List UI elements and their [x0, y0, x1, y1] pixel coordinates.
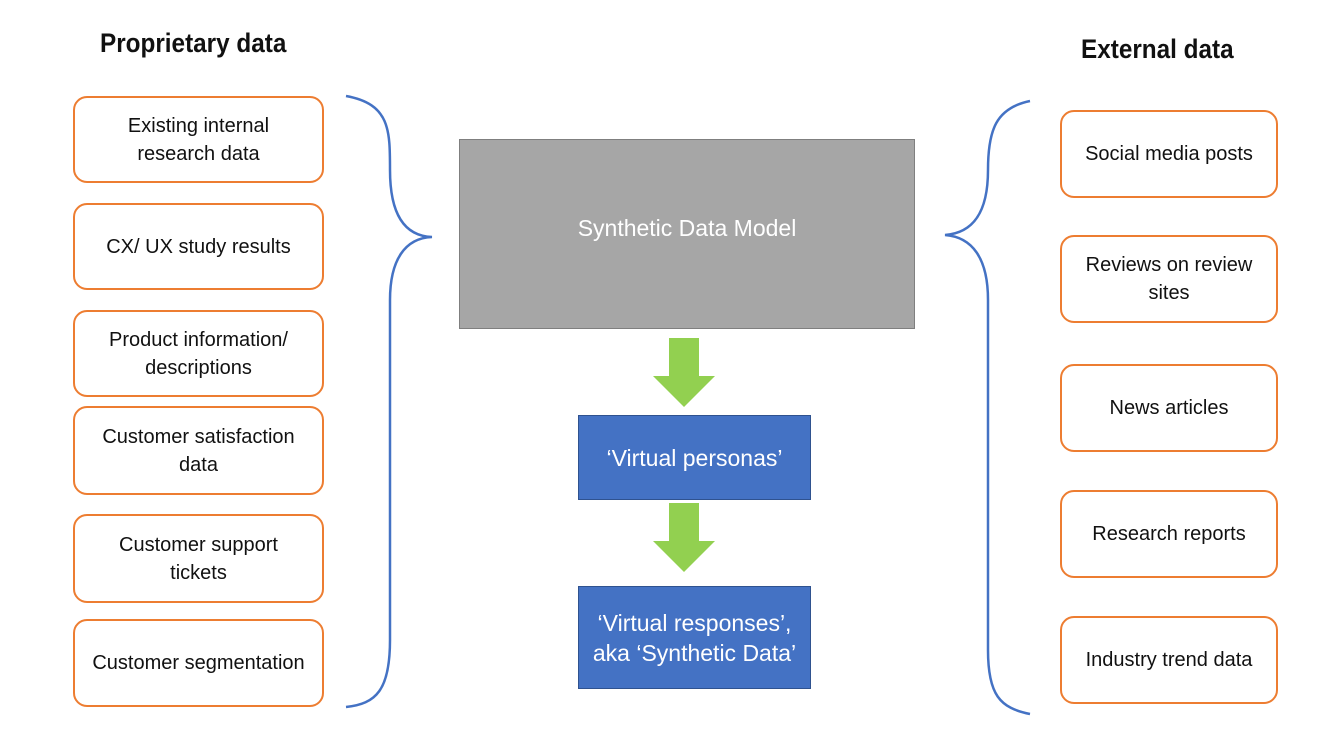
source-label: News articles [1109, 397, 1229, 419]
source-label: CX/ UX study results [106, 235, 291, 258]
source-box-customer-segmentation: Customer segmentation [73, 619, 324, 707]
virtual-personas-label: ‘Virtual personas’ [606, 444, 783, 471]
left-brace [345, 94, 433, 709]
down-arrow-personas-to-responses [653, 503, 715, 572]
source-box-internal-research: Existing internal research data [73, 96, 324, 183]
source-box-news-articles: News articles [1060, 364, 1278, 452]
virtual-personas-box: ‘Virtual personas’ [578, 415, 811, 500]
down-arrow-model-to-personas [653, 338, 715, 407]
source-box-social-media: Social media posts [1060, 110, 1278, 198]
external-data-heading: External data [1081, 34, 1234, 64]
proprietary-data-heading: Proprietary data [100, 28, 287, 58]
source-label: Customer segmentation [92, 652, 305, 674]
source-label: Existing internal research data [127, 114, 270, 165]
source-label: Product information/ descriptions [109, 328, 288, 379]
virtual-responses-box: ‘Virtual responses’, aka ‘Synthetic Data… [578, 586, 811, 689]
source-box-cx-ux-results: CX/ UX study results [73, 203, 324, 290]
source-label: Customer satisfaction data [102, 425, 295, 476]
synthetic-data-model-box: Synthetic Data Model [459, 139, 915, 329]
source-box-product-information: Product information/ descriptions [73, 310, 324, 397]
source-box-research-reports: Research reports [1060, 490, 1278, 578]
virtual-responses-label: ‘Virtual responses’, aka ‘Synthetic Data… [592, 609, 797, 666]
source-label: Customer support tickets [119, 533, 278, 584]
source-box-industry-trend: Industry trend data [1060, 616, 1278, 704]
model-label: Synthetic Data Model [577, 214, 797, 241]
source-label: Reviews on review sites [1085, 254, 1253, 304]
right-brace [944, 99, 1031, 716]
source-box-customer-support: Customer support tickets [73, 514, 324, 603]
source-label: Research reports [1092, 523, 1246, 545]
source-label: Industry trend data [1085, 649, 1253, 671]
source-box-reviews: Reviews on review sites [1060, 235, 1278, 323]
source-label: Social media posts [1085, 143, 1253, 165]
source-box-customer-satisfaction: Customer satisfaction data [73, 406, 324, 495]
